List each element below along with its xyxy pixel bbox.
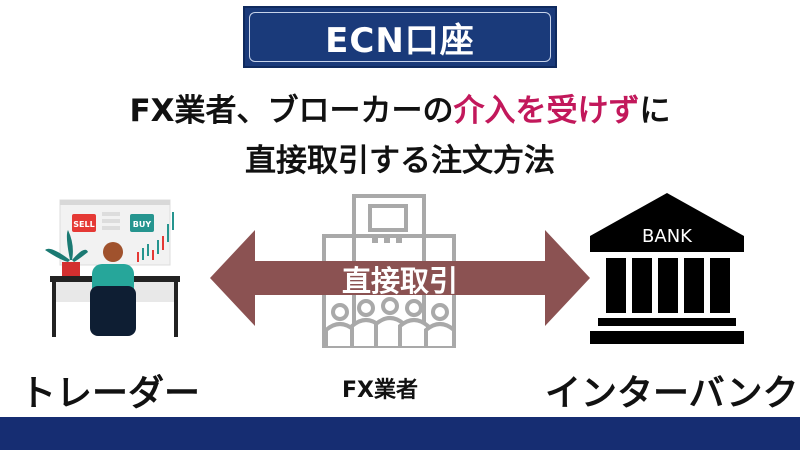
direct-trade-label: 直接取引 <box>341 264 458 298</box>
trader-label: トレーダー <box>20 373 201 414</box>
headline-line-2: 直接取引する注文方法 <box>245 143 555 179</box>
double-arrow-icon <box>210 230 590 326</box>
bank-text: BANK <box>642 226 693 247</box>
fx-broker-building-icon <box>322 194 456 348</box>
footer-bar <box>0 417 800 450</box>
headline-line-1-post: に <box>639 93 671 129</box>
headline-line-1: FX業者、ブローカーの介入を受けずに <box>0 85 800 130</box>
sell-label: SELL <box>73 220 94 229</box>
bank-icon: BANK <box>590 193 744 344</box>
interbank-label: インターバンク <box>545 373 799 414</box>
headline-line-1-pre: FX業者、ブローカーの <box>129 93 454 129</box>
title-text: ECN口座 <box>325 20 475 61</box>
fx-broker-label: FX業者 <box>342 378 418 403</box>
trader-illustration-icon: SELL BUY <box>45 199 180 337</box>
headline-highlight: 介入を受けず <box>453 93 640 129</box>
title-banner: ECN口座 <box>243 6 557 68</box>
title-frame: ECN口座 <box>249 12 551 62</box>
buy-label: BUY <box>133 220 152 229</box>
